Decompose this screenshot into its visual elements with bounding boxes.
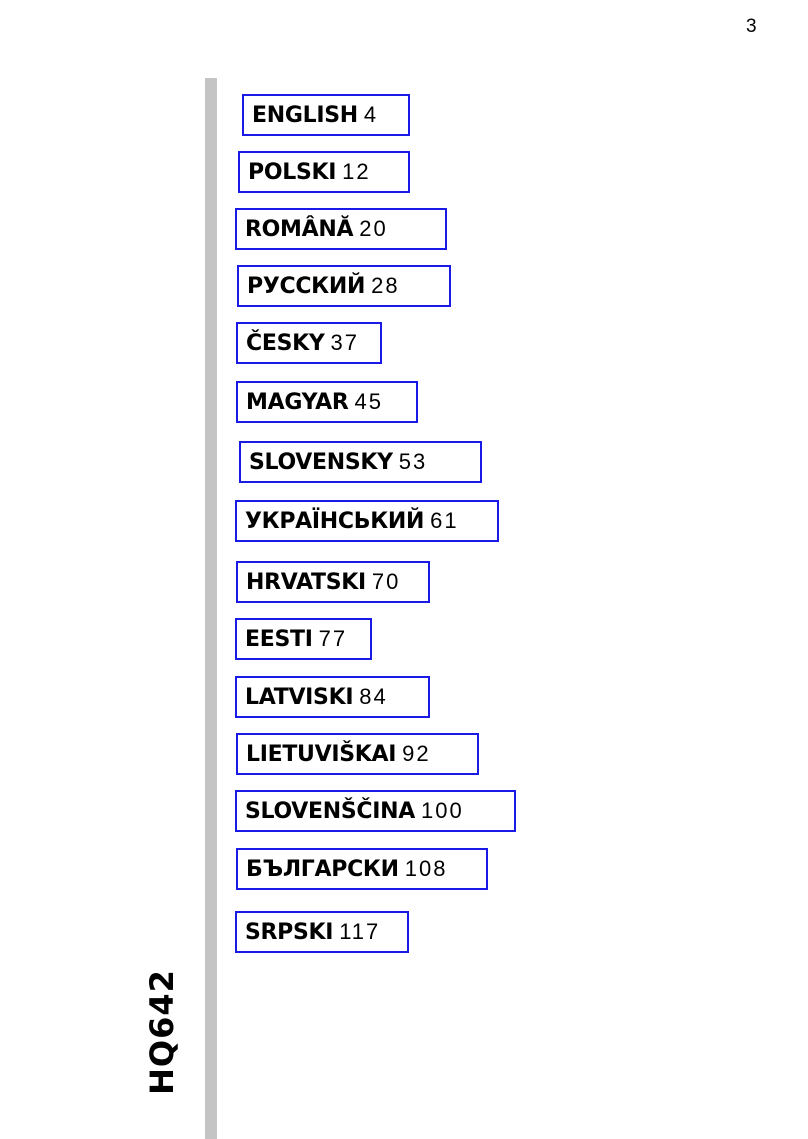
toc-page: 28: [371, 273, 400, 298]
toc-page: 70: [371, 569, 401, 594]
toc-language: SRPSKI: [245, 919, 334, 945]
toc-language: SLOVENSKY: [249, 449, 393, 475]
toc-language: HRVATSKI: [246, 569, 366, 595]
toc-page: 77: [318, 626, 348, 651]
toc-language: РУССКИЙ: [247, 273, 366, 299]
toc-language: POLSKI: [248, 159, 337, 185]
toc-language: ROMÂNĂ: [245, 216, 354, 242]
toc-page: 108: [404, 856, 448, 881]
toc-language: ENGLISH: [252, 102, 358, 128]
toc-language: LIETUVIŠKAI: [246, 741, 397, 767]
model-code: HQ642: [143, 969, 181, 1095]
toc-language: MAGYAR: [246, 389, 349, 415]
toc-language: БЪЛГАРСКИ: [246, 856, 399, 882]
toc-language: SLOVENŠČINA: [245, 798, 415, 824]
toc-page: 61: [430, 508, 459, 533]
toc-language: LATVISKI: [245, 684, 354, 710]
toc-page: 4: [363, 102, 379, 127]
toc-page: 12: [342, 159, 371, 184]
toc-page: 84: [359, 684, 388, 709]
toc-page: 92: [402, 741, 431, 766]
toc-page: 117: [339, 919, 381, 944]
toc-page: 37: [330, 330, 359, 355]
toc-page: 100: [420, 798, 464, 823]
toc-language: УКРАЇНСЬКИЙ: [245, 508, 425, 534]
toc-language: EESTI: [245, 626, 313, 652]
page-number: 3: [746, 16, 757, 37]
toc-page: 20: [359, 216, 388, 241]
toc-language: ČESKY: [246, 330, 325, 356]
toc-page: 45: [354, 389, 383, 414]
toc-page: 53: [398, 449, 428, 474]
side-bar: [205, 78, 217, 1139]
